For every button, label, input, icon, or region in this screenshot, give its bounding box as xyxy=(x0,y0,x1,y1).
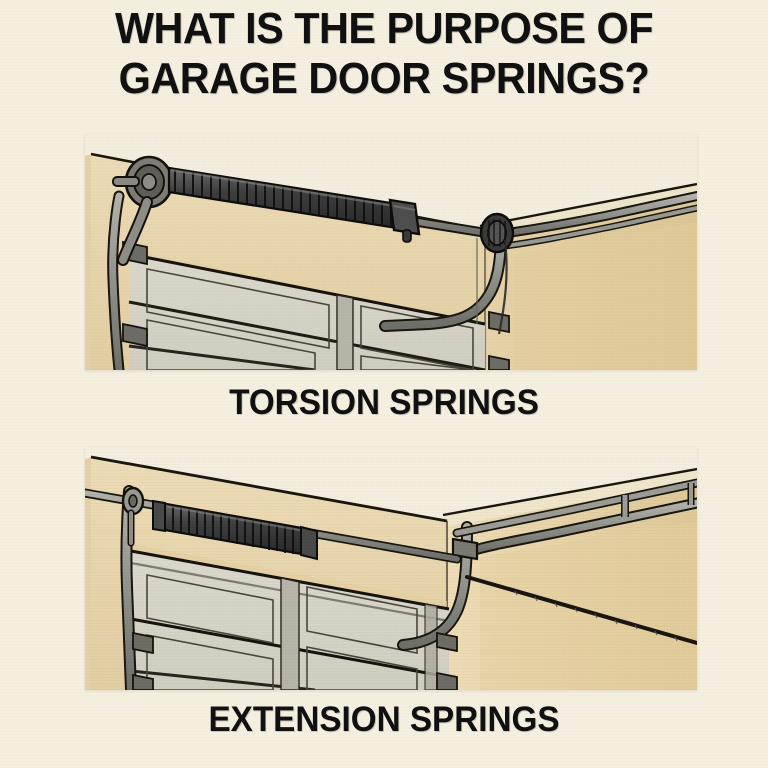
torsion-spring-scene xyxy=(85,134,697,370)
extension-spring-illustration-panel xyxy=(85,447,697,690)
page-title-line-2: GARAGE DOOR SPRINGS? xyxy=(118,54,650,103)
torsion-spring-drawing xyxy=(85,134,697,370)
spring-pulley-bracket xyxy=(121,486,145,547)
cable-drum xyxy=(479,212,515,254)
torsion-spring-illustration-panel xyxy=(85,134,697,370)
safety-cable xyxy=(465,575,697,645)
page-title: WHAT IS THE PURPOSE OF GARAGE DOOR SPRIN… xyxy=(0,4,768,104)
winding-cone xyxy=(388,198,421,243)
extension-spring-scene xyxy=(85,447,697,690)
page-title-line-1: WHAT IS THE PURPOSE OF xyxy=(114,4,654,53)
extension-spring-drawing xyxy=(85,447,697,690)
extension-springs-caption: EXTENSION SPRINGS xyxy=(208,700,560,739)
extension-spring-coils xyxy=(152,499,318,561)
torsion-springs-caption: TORSION SPRINGS xyxy=(229,383,539,422)
